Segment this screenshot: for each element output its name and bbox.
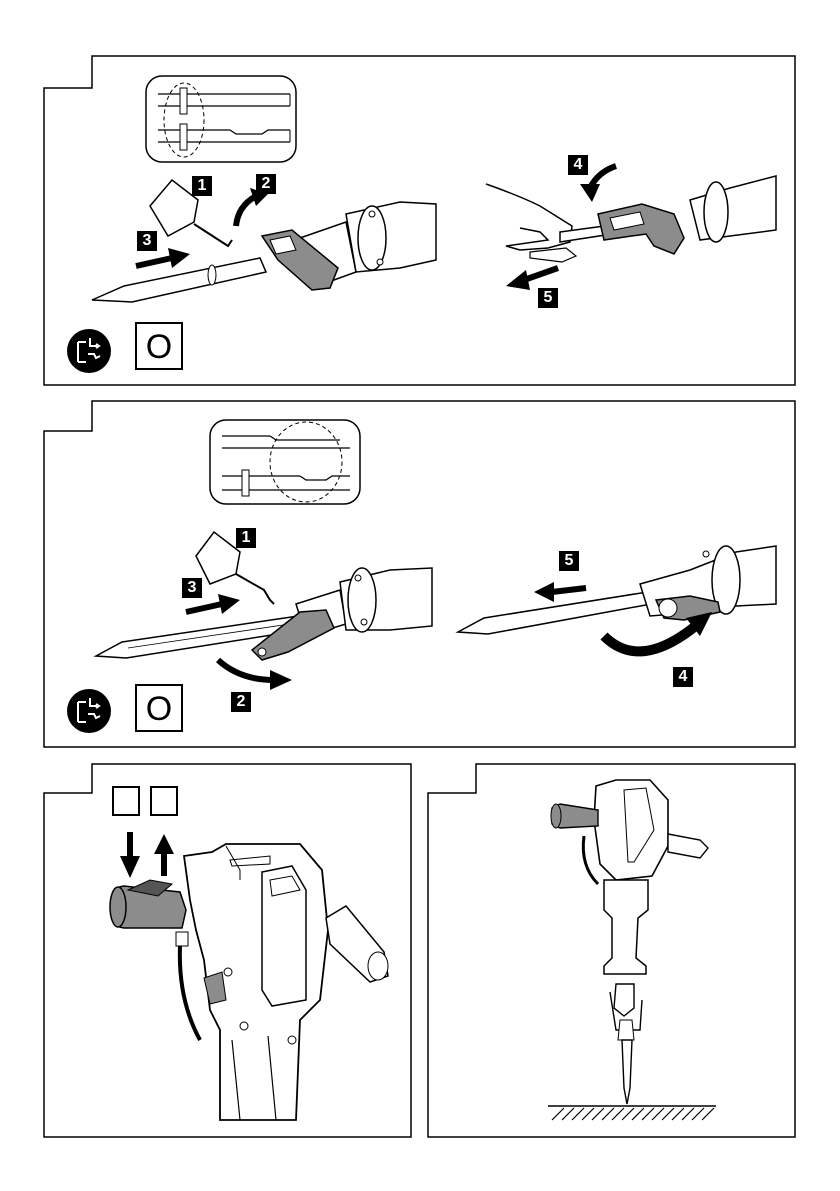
breaker-upright-icon	[551, 780, 708, 1104]
figure-4-drawing	[0, 0, 840, 1140]
figure-4	[0, 0, 840, 1140]
ground-hatch-icon	[548, 1106, 716, 1120]
